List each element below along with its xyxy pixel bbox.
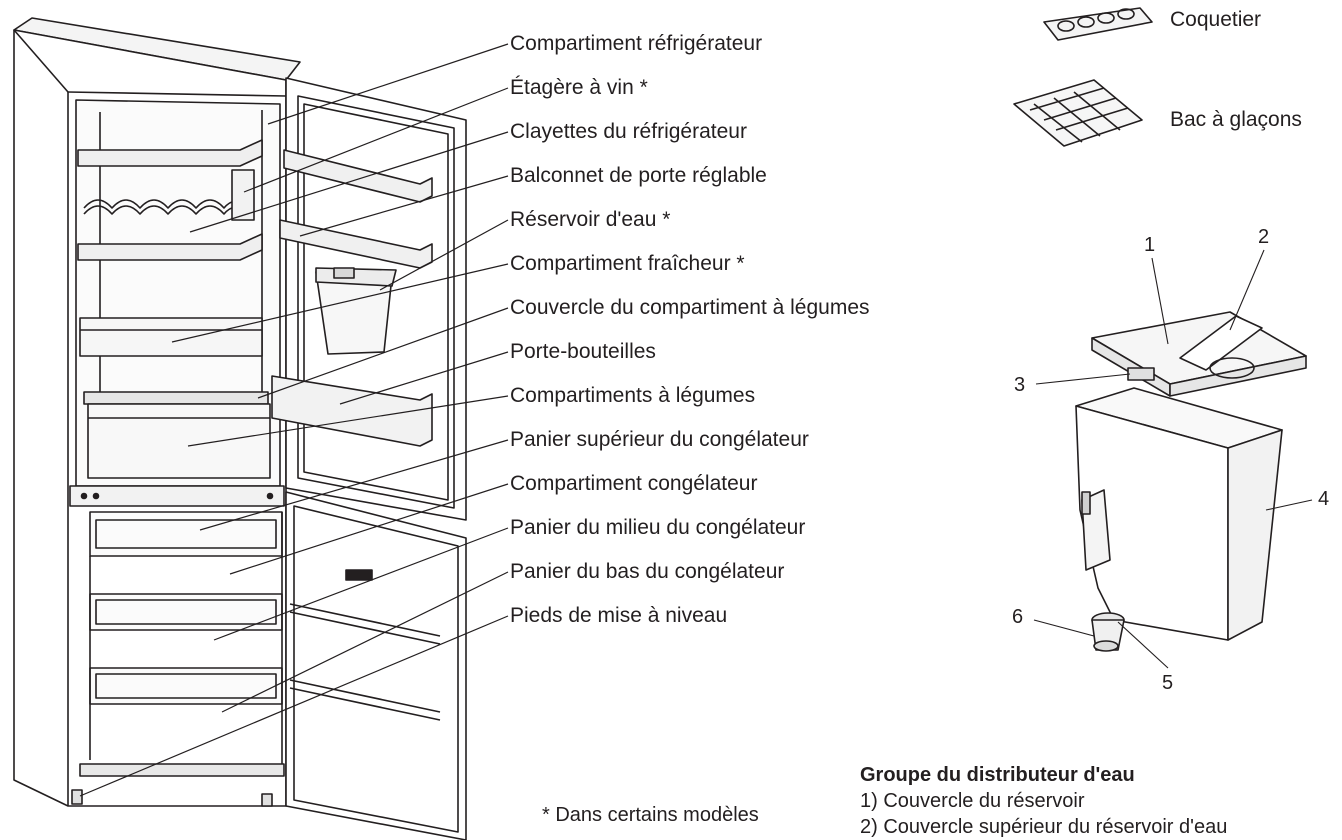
callout-6: 6 <box>1012 606 1024 628</box>
dispenser-title: Groupe du distributeur d'eau <box>860 764 1135 786</box>
label-freezer-mid-basket: Panier du milieu du congélateur <box>510 516 806 539</box>
callout-4: 4 <box>1318 488 1330 510</box>
label-fridge-compartment: Compartiment réfrigérateur <box>510 32 763 55</box>
freezer-door <box>285 491 467 840</box>
dispenser-item-2: 2) Couvercle supérieur du réservoir d'ea… <box>860 816 1228 838</box>
label-crisper-cover: Couvercle du compartiment à légumes <box>510 296 870 319</box>
ice-tray-drawing <box>1013 79 1143 147</box>
label-crispers: Compartiments à légumes <box>510 384 756 407</box>
egg-tray-drawing <box>1043 7 1153 41</box>
label-wine-rack: Étagère à vin * <box>510 76 648 99</box>
footnote: * Dans certains modèles <box>542 804 759 826</box>
label-freezer-low-basket: Panier du bas du congélateur <box>510 560 785 583</box>
label-bottle-holder: Porte-bouteilles <box>510 340 656 363</box>
label-levelling-feet: Pieds de mise à niveau <box>510 604 728 627</box>
label-water-tank: Réservoir d'eau * <box>510 208 671 231</box>
fridge-cabinet <box>13 17 301 807</box>
dispenser-item-1: 1) Couvercle du réservoir <box>860 790 1085 812</box>
label-freezer-compartment: Compartiment congélateur <box>510 472 758 495</box>
callout-1: 1 <box>1144 234 1156 256</box>
callout-3: 3 <box>1014 374 1026 396</box>
label-door-balcony: Balconnet de porte réglable <box>510 164 767 187</box>
callout-2: 2 <box>1258 226 1270 248</box>
leader-lines <box>79 43 509 797</box>
label-chiller: Compartiment fraîcheur * <box>510 252 745 275</box>
label-fridge-shelves: Clayettes du réfrigérateur <box>510 120 747 143</box>
label-freezer-top-basket: Panier supérieur du congélateur <box>510 428 809 451</box>
water-dispenser-drawing <box>1033 249 1313 669</box>
callout-5: 5 <box>1162 672 1174 694</box>
fridge-door <box>271 77 467 521</box>
label-ice-tray: Bac à glaçons <box>1170 108 1302 131</box>
label-egg-tray: Coquetier <box>1170 8 1262 31</box>
